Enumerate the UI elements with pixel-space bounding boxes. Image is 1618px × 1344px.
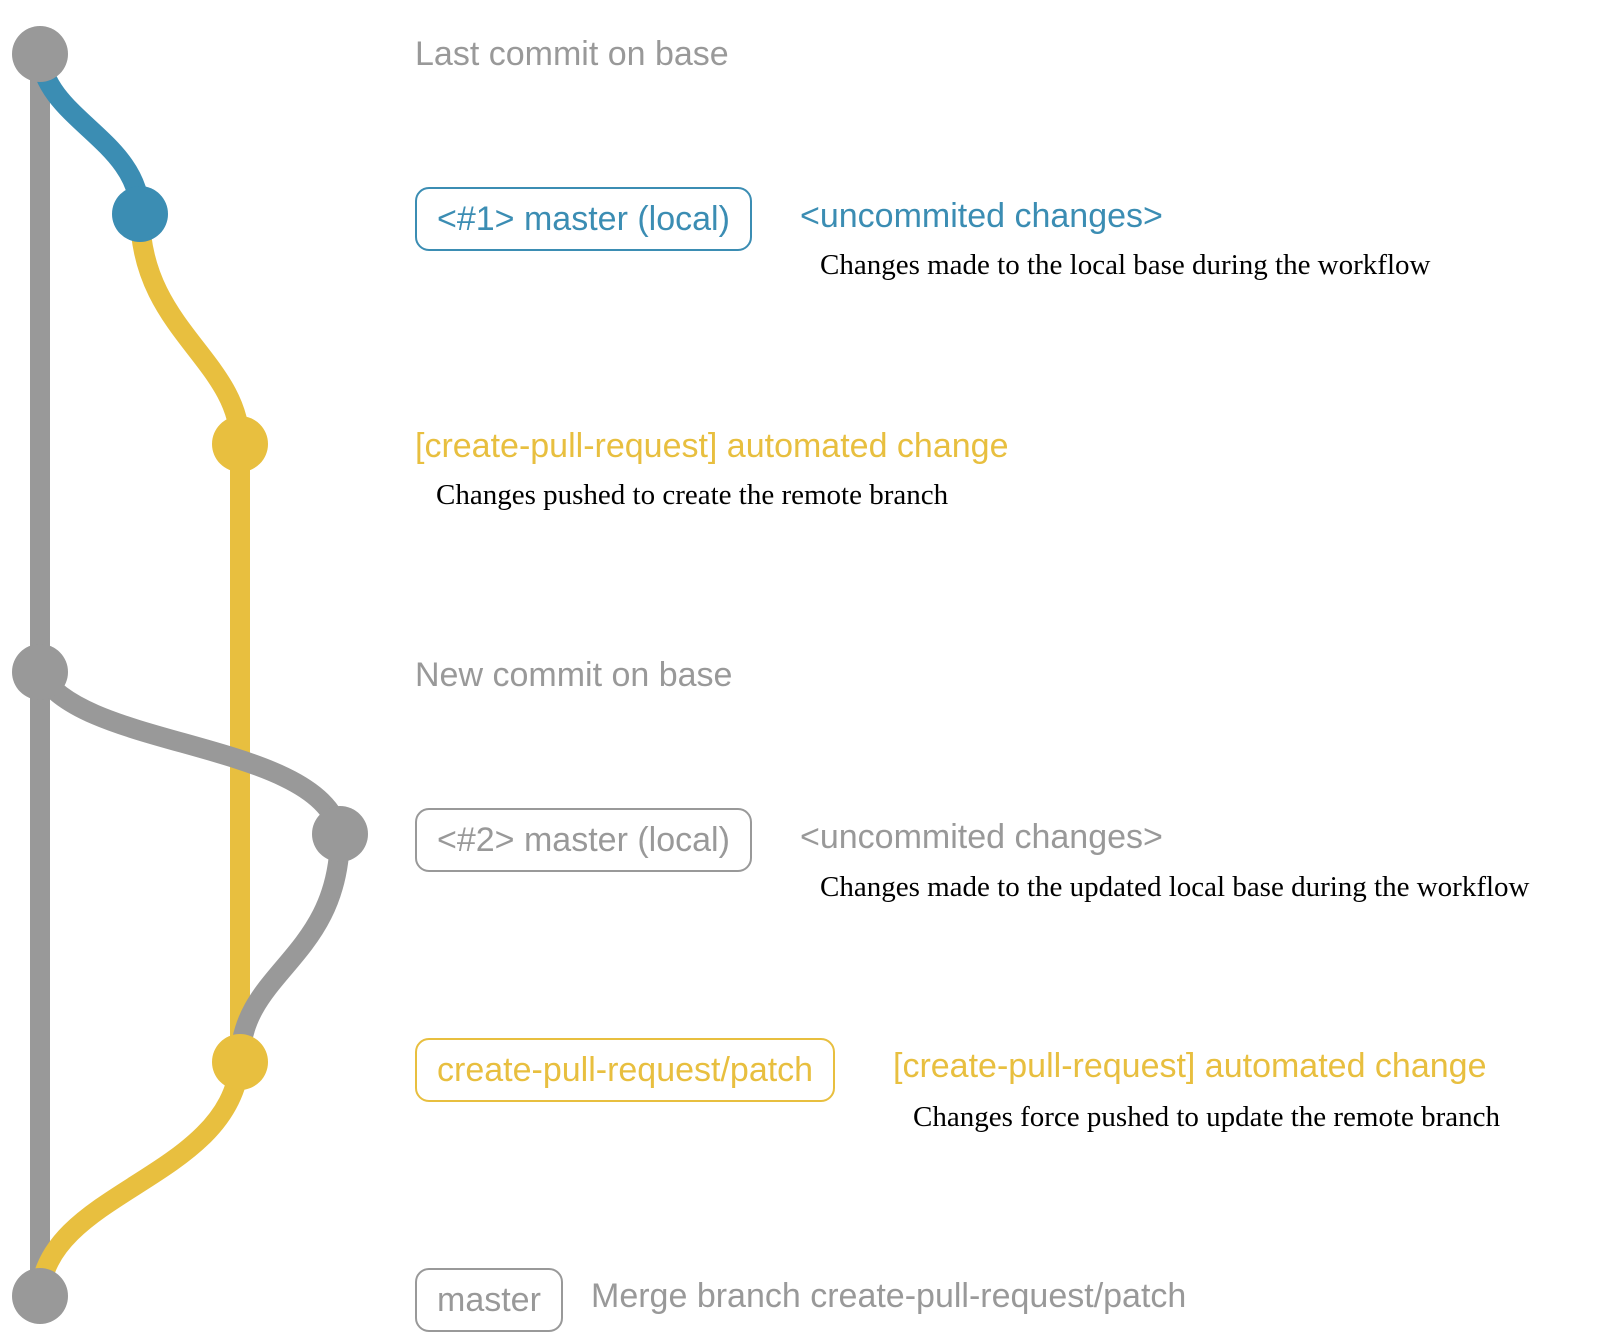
new-base-title: New commit on base [415, 656, 733, 694]
local-branch-1-line [30, 44, 150, 224]
merge-tag: master [415, 1268, 563, 1332]
local2-description: Changes made to the updated local base d… [820, 871, 1530, 903]
local2-tag: <#2> master (local) [415, 808, 752, 872]
local-branch-2-line [30, 662, 350, 844]
pr1-description: Changes pushed to create the remote bran… [436, 479, 949, 511]
local1-title: <uncommited changes> [800, 197, 1163, 235]
pr2-description: Changes force pushed to update the remot… [913, 1101, 1501, 1133]
node-merge [12, 1268, 68, 1324]
node-local1 [112, 186, 168, 242]
node-pr1 [212, 416, 268, 472]
local1-tag: <#1> master (local) [415, 187, 752, 251]
pr2-title: [create-pull-request] automated change [893, 1047, 1487, 1085]
merge-title: Merge branch create-pull-request/patch [591, 1277, 1187, 1315]
pr2-tag: create-pull-request/patch [415, 1038, 836, 1102]
local-branch-2-to-patch-line [230, 824, 350, 1072]
local1-description: Changes made to the local base during th… [820, 249, 1431, 281]
pr1-title: [create-pull-request] automated change [415, 427, 1009, 465]
node-pr2 [212, 1034, 268, 1090]
pr-branch-curve-1 [130, 204, 250, 454]
pr-merge-line [30, 1052, 250, 1306]
node-new-base [12, 644, 68, 700]
last-base-title: Last commit on base [415, 35, 729, 73]
local2-title: <uncommited changes> [800, 818, 1163, 856]
node-local2 [312, 806, 368, 862]
node-last-base [12, 26, 68, 82]
